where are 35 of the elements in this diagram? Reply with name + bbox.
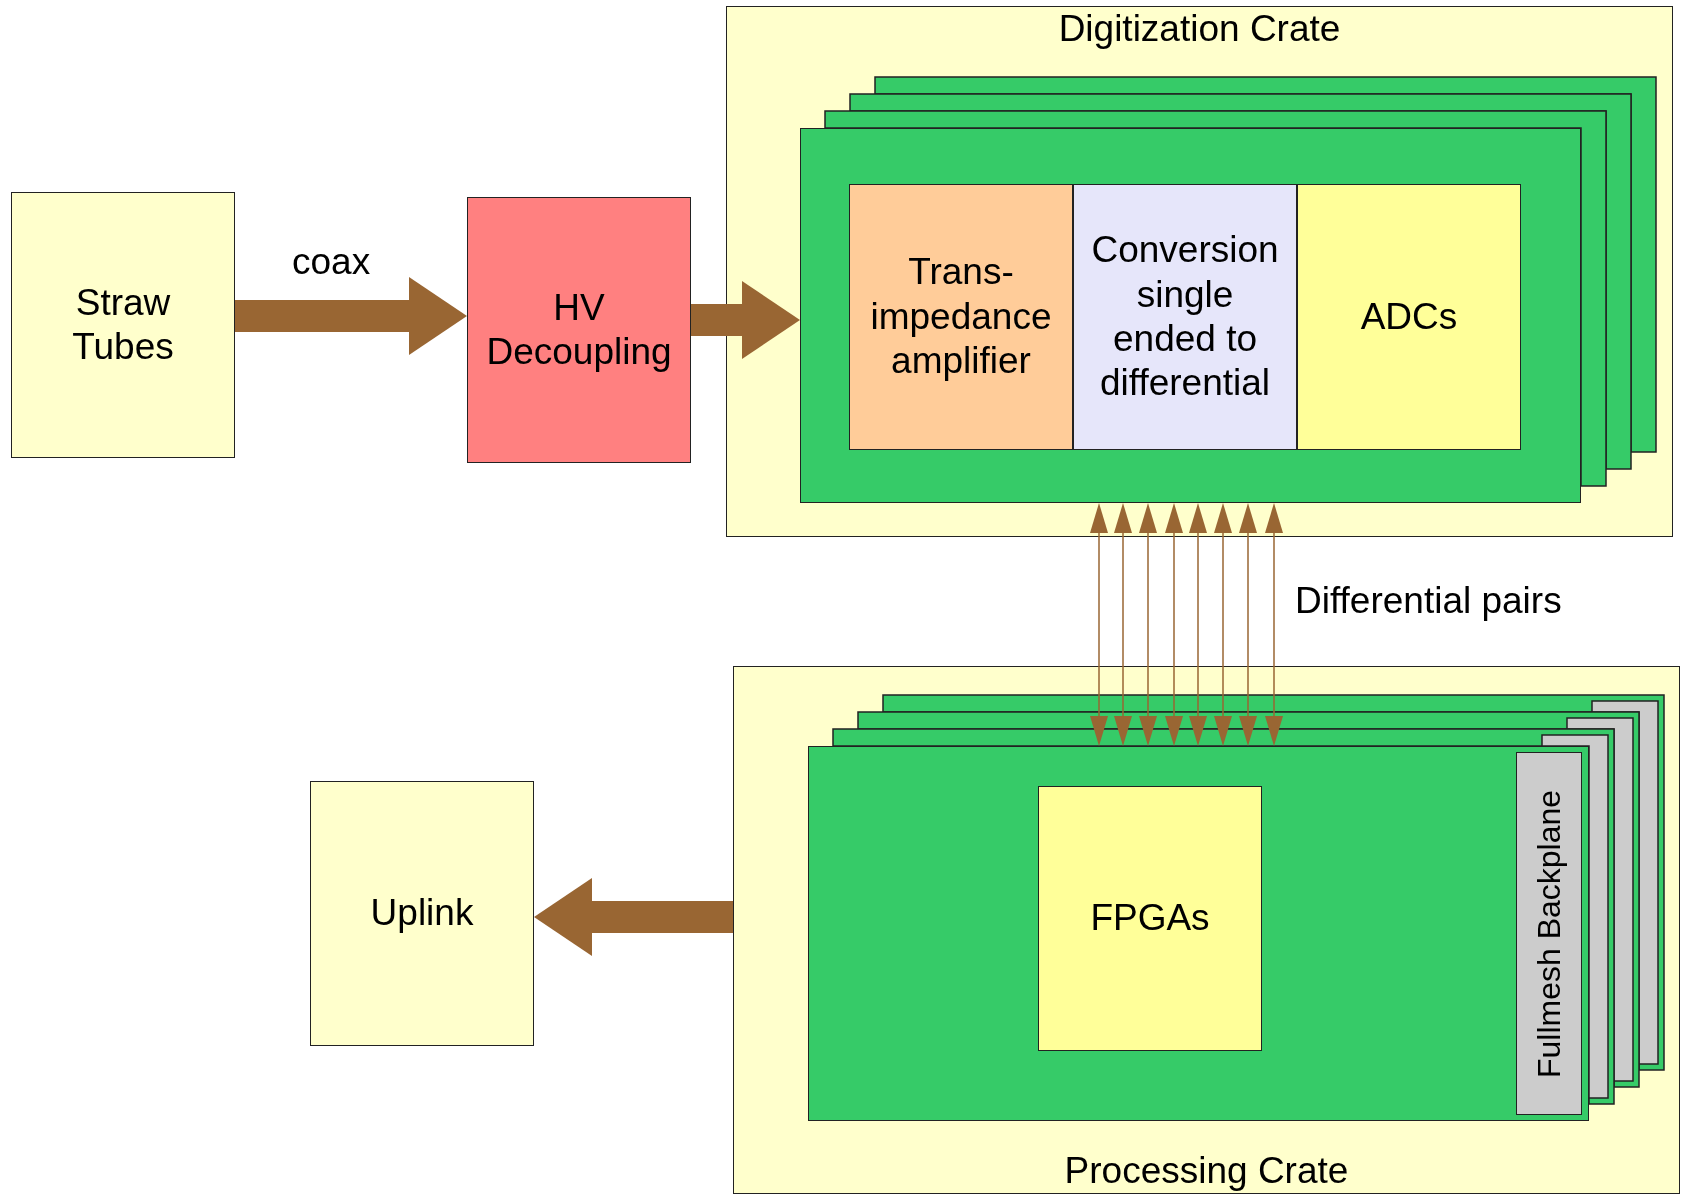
- process-box: [467, 197, 691, 463]
- crate-box: [726, 6, 1673, 537]
- annotation-label: Differential pairs: [1295, 580, 1562, 622]
- process-box: [1038, 786, 1262, 1051]
- node-label: Straw Tubes: [71, 280, 175, 369]
- signal-line: [1090, 503, 1108, 746]
- signal-line: [1265, 503, 1283, 746]
- edge-label: coax: [292, 241, 371, 283]
- signal-line: [1239, 503, 1257, 746]
- node-label: Fullmesh Backplane: [1530, 789, 1568, 1078]
- process-box: [849, 184, 1073, 450]
- signal-line: [1189, 503, 1207, 746]
- signal-line: [1114, 503, 1132, 746]
- node-label: Uplink: [370, 891, 474, 936]
- signal-line: [1165, 503, 1183, 746]
- process-box: [1297, 184, 1521, 450]
- signal-line: [1139, 503, 1157, 746]
- crate-title: Digitization Crate: [1058, 7, 1341, 51]
- block-arrow: [534, 878, 733, 956]
- node-label: ADCs: [1360, 294, 1458, 339]
- circuit-card: [799, 127, 1581, 503]
- block-arrow: [691, 281, 800, 359]
- process-box: [310, 781, 534, 1046]
- backplane-box: [1516, 752, 1582, 1115]
- node-label: FPGAs: [1090, 896, 1210, 941]
- process-box: [1073, 184, 1297, 450]
- node-label: Trans-impedance amplifier: [869, 250, 1053, 384]
- crate-box: [733, 666, 1680, 1194]
- node-label: HV Decoupling: [485, 285, 673, 374]
- block-arrow: [235, 277, 467, 355]
- circuit-card: [807, 745, 1589, 1121]
- signal-line: [1214, 503, 1232, 746]
- process-box: [11, 192, 235, 458]
- node-label: Conversion single ended to differential: [1090, 228, 1280, 406]
- crate-title: Processing Crate: [1064, 1148, 1349, 1193]
